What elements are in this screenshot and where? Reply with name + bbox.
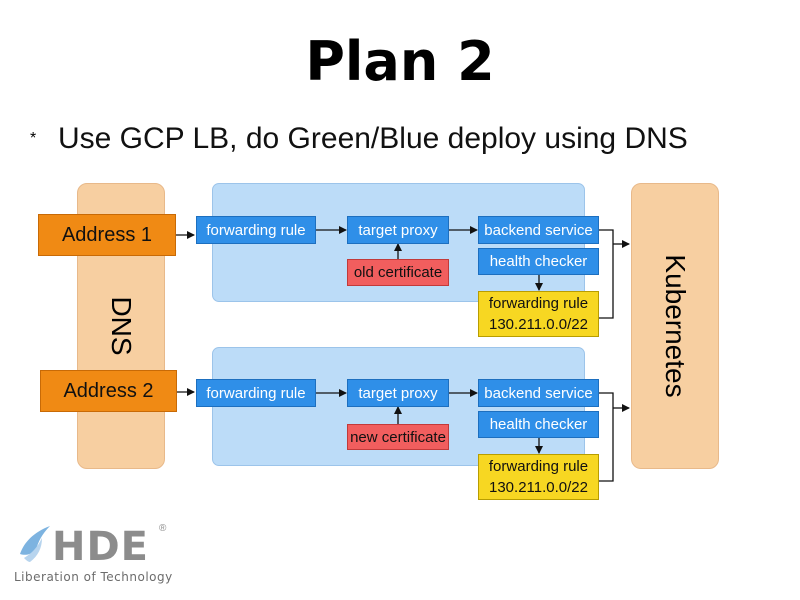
backend-service-2: backend service — [478, 379, 599, 407]
ip-forwarding-rule-1: forwarding rule 130.211.0.0/22 — [478, 291, 599, 337]
forwarding-rule-2: forwarding rule — [196, 379, 316, 407]
bullet-text: Use GCP LB, do Green/Blue deploy using D… — [58, 122, 688, 155]
health-checker-1: health checker — [478, 248, 599, 275]
old-certificate: old certificate — [347, 259, 449, 286]
forwarding-rule-1: forwarding rule — [196, 216, 316, 244]
address-1-box: Address 1 — [38, 214, 176, 256]
target-proxy-1: target proxy — [347, 216, 449, 244]
hde-bird-logo-icon — [20, 526, 50, 562]
ip-rule-label-1: forwarding rule — [488, 295, 589, 312]
ip-range-2: 130.211.0.0/22 — [489, 479, 588, 496]
connector-backend-to-kubernetes-2 — [599, 392, 614, 482]
target-proxy-2: target proxy — [347, 379, 449, 407]
ip-forwarding-rule-2: forwarding rule 130.211.0.0/22 — [478, 454, 599, 500]
address-2-box: Address 2 — [40, 370, 177, 412]
backend-service-1: backend service — [478, 216, 599, 244]
hde-logo-text: HDE — [52, 524, 150, 570]
ip-rule-label-2: forwarding rule — [488, 458, 589, 475]
health-checker-2: health checker — [478, 411, 599, 438]
new-certificate: new certificate — [347, 424, 449, 450]
bullet-marker: * — [30, 130, 37, 147]
ip-range-1: 130.211.0.0/22 — [489, 316, 588, 333]
kubernetes-box — [631, 183, 719, 469]
connector-backend-to-kubernetes-1 — [599, 229, 614, 319]
logo-tagline: Liberation of Technology — [14, 570, 173, 584]
registered-mark: ® — [159, 523, 167, 534]
slide-title: Plan 2 — [305, 30, 495, 93]
